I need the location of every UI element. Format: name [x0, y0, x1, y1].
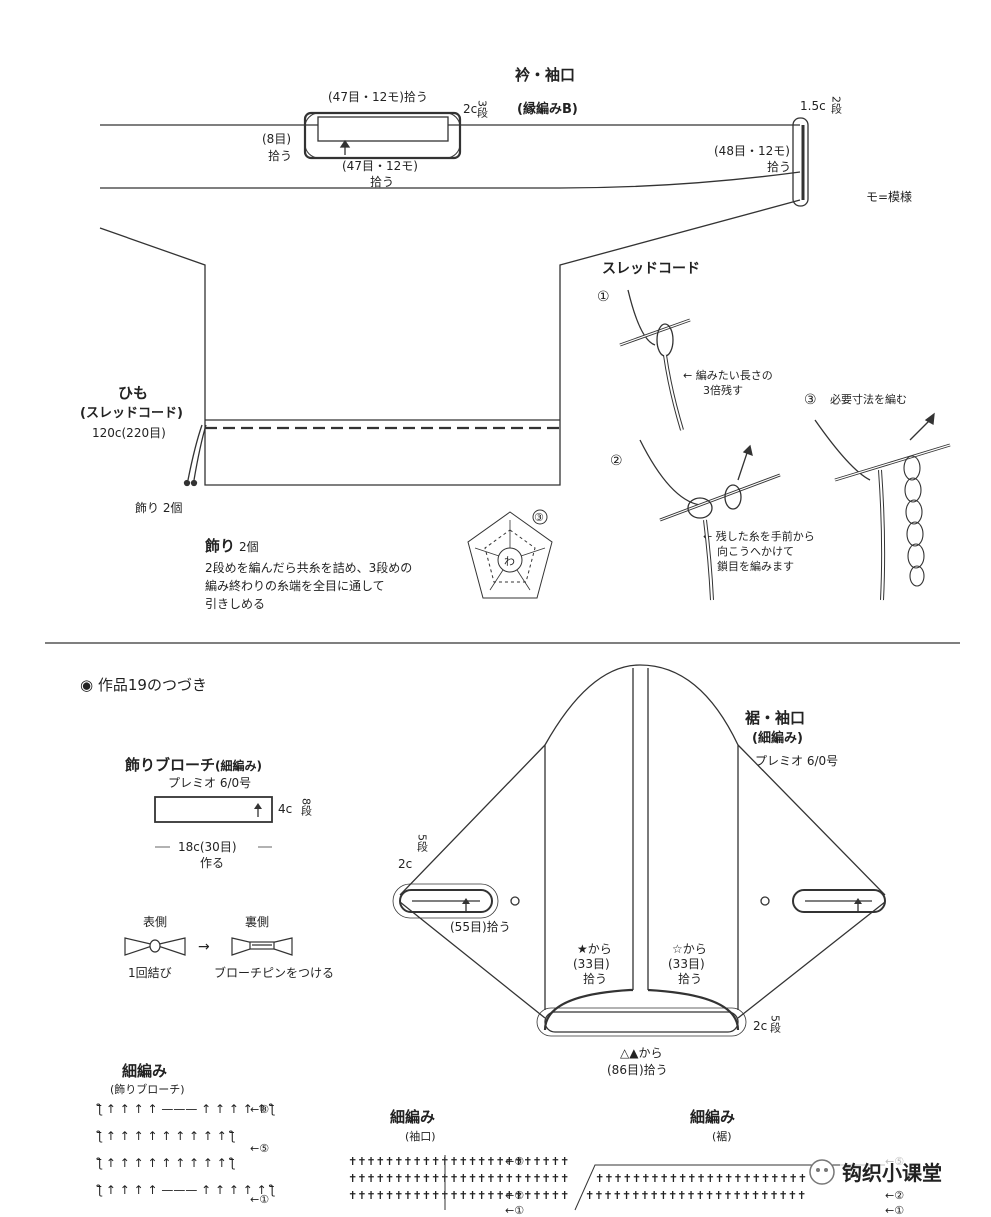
collar-8me: (8目)	[262, 132, 291, 146]
step-2-note-1: ← 残した糸を手前から	[703, 529, 815, 543]
motif-chart	[467, 509, 553, 599]
collar-pick-top: (47目・12モ)拾う	[328, 89, 428, 104]
row-5: ←⑤	[250, 1142, 269, 1155]
himo-title: ひも	[118, 384, 148, 402]
tie-once: 1回結び	[128, 966, 172, 980]
brooch-stitch-chart: ƪ ↑ ↑ ↑ ↑ ——— ↑ ↑ ↑ ↑ ↑ ƪ ƪ ↑ ↑ ↑ ↑ ↑ ↑ …	[96, 1102, 275, 1197]
watermark: 钩织小课堂	[809, 1156, 962, 1188]
collar-title: 衿・袖口	[515, 66, 575, 84]
collar-8me-pick: 拾う	[268, 148, 292, 163]
arrow: →	[198, 939, 210, 955]
step-1-note-2: 3倍残す	[703, 383, 743, 397]
hem-5dan: 5段	[416, 834, 429, 853]
collar-section	[100, 111, 809, 207]
svg-text:ƪ ↑ ↑ ↑ ↑ ↑ ↑ ↑ ↑ ↑ ƪ: ƪ ↑ ↑ ↑ ↑ ↑ ↑ ↑ ↑ ↑ ƪ	[96, 1156, 236, 1170]
step-3-note: 必要寸法を編む	[830, 392, 907, 406]
himo-subtitle: (スレッドコード)	[80, 406, 183, 421]
hem-subtitle: (細編み)	[752, 730, 803, 746]
brooch-make: 作る	[200, 856, 224, 870]
svg-text:✝✝✝✝✝✝✝✝✝✝✝✝✝✝✝✝✝✝✝✝✝✝✝✝: ✝✝✝✝✝✝✝✝✝✝✝✝✝✝✝✝✝✝✝✝✝✝✝✝	[348, 1189, 569, 1202]
sleeve-48-pick: 拾う	[767, 159, 791, 174]
hem-33a: (33目)	[573, 957, 610, 971]
back-label: 裏側	[245, 914, 269, 929]
cuff-row-5: ←⑤	[505, 1155, 524, 1168]
step-2-note-2: 向こうへかけて	[717, 544, 794, 558]
himo-length: 120c(220目)	[92, 426, 166, 440]
pick-a: 拾う	[583, 971, 607, 986]
section-title: ◉ 作品19のつづき	[80, 676, 207, 694]
hem-stitch-chart: ✝✝✝✝✝✝✝✝✝✝✝✝✝✝✝✝✝✝✝✝✝✝✝ ✝✝✝✝✝✝✝✝✝✝✝✝✝✝✝✝…	[574, 1164, 885, 1211]
step-1-note-1: ← 編みたい長さの	[683, 368, 773, 382]
hem-86: (86目)拾う	[607, 1062, 668, 1077]
row-1: ←①	[250, 1193, 269, 1206]
sc-sub-2: (袖口)	[405, 1129, 436, 1143]
sc-sub-1: (飾りブローチ)	[110, 1082, 185, 1096]
svg-text:✝✝✝✝✝✝✝✝✝✝✝✝✝✝✝✝✝✝✝✝✝✝✝✝: ✝✝✝✝✝✝✝✝✝✝✝✝✝✝✝✝✝✝✝✝✝✝✝✝	[348, 1172, 569, 1185]
brooch-4c: 4c	[278, 802, 292, 816]
step-2: ②	[610, 453, 623, 469]
svg-text:ƪ ↑ ↑ ↑ ↑ ——— ↑ ↑ ↑ ↑ ↑ ƪ: ƪ ↑ ↑ ↑ ↑ ——— ↑ ↑ ↑ ↑ ↑ ƪ	[96, 1102, 275, 1116]
cuff-row-2: ←②	[505, 1189, 524, 1202]
hem-5dan-b: 5段	[769, 1015, 782, 1034]
brooch-yarn: プレミオ 6/0号	[168, 776, 251, 790]
brooch-title: 飾りブローチ(細編み)	[125, 756, 262, 774]
collar-subtitle: (縁編みB)	[517, 101, 578, 117]
sc-title-3: 細編み	[690, 1108, 735, 1126]
cuff-stitch-chart: ✝✝✝✝✝✝✝✝✝✝✝✝✝✝✝✝✝✝✝✝✝✝✝✝ ✝✝✝✝✝✝✝✝✝✝✝✝✝✝✝…	[348, 1155, 569, 1202]
garment-body	[99, 199, 801, 487]
hem-row-2: ←②	[885, 1189, 904, 1202]
kazari-desc-1: 2段めを編んだら共糸を詰め、3段めの	[205, 560, 412, 575]
svg-text:ƪ ↑ ↑ ↑ ↑ ——— ↑ ↑ ↑ ↑ ↑ ƪ: ƪ ↑ ↑ ↑ ↑ ——— ↑ ↑ ↑ ↑ ↑ ƪ	[96, 1183, 275, 1197]
kazari-desc-2: 編み終わりの糸端を全目に通して	[205, 578, 385, 593]
brooch-8dan: 8段	[300, 798, 313, 817]
pick-b: 拾う	[678, 971, 702, 986]
step-2-note-3: 鎖目を編みます	[717, 559, 794, 573]
hem-2c: 2c	[398, 857, 412, 871]
sleeve-2dan: 2段	[830, 96, 843, 115]
hem-2c-b: 2c	[753, 1019, 767, 1033]
sc-title-1: 細編み	[122, 1062, 167, 1080]
thread-illustrations	[619, 289, 951, 601]
brooch-rect	[154, 796, 273, 823]
cuff-row-1: ←①	[505, 1204, 524, 1217]
sleeve-48: (48目・12モ)	[714, 144, 790, 158]
star-white-from: ☆から	[672, 942, 707, 956]
row-8: ←⑧	[250, 1103, 269, 1116]
collar-2c: 2c	[463, 102, 477, 116]
thread-title: スレッドコード	[602, 261, 700, 277]
sc-sub-3: (裾)	[712, 1129, 732, 1143]
collar-pick-bottom2: 拾う	[370, 174, 394, 189]
collar-pick-bottom: (47目・12モ)	[342, 159, 418, 173]
svg-text:✝✝✝✝✝✝✝✝✝✝✝✝✝✝✝✝✝✝✝✝✝✝✝✝: ✝✝✝✝✝✝✝✝✝✝✝✝✝✝✝✝✝✝✝✝✝✝✝✝	[348, 1155, 569, 1168]
kazari-2-label: 飾り 2個	[135, 501, 182, 515]
brooch-18c: 18c(30目)	[178, 840, 237, 854]
svg-text:✝✝✝✝✝✝✝✝✝✝✝✝✝✝✝✝✝✝✝✝✝✝✝✝: ✝✝✝✝✝✝✝✝✝✝✝✝✝✝✝✝✝✝✝✝✝✝✝✝	[585, 1189, 806, 1202]
sleeve-15c: 1.5c	[800, 99, 826, 113]
star-black-from: ★から	[577, 942, 612, 956]
step-3: ③	[804, 392, 817, 408]
hem-55: (55目)拾う	[450, 919, 511, 934]
bow-front	[124, 937, 186, 956]
svg-text:ƪ ↑ ↑ ↑ ↑ ↑ ↑ ↑ ↑ ↑ ƪ: ƪ ↑ ↑ ↑ ↑ ↑ ↑ ↑ ↑ ↑ ƪ	[96, 1129, 236, 1143]
bow-back	[231, 937, 293, 956]
hem-diagram	[392, 664, 886, 1037]
hem-33b: (33目)	[668, 957, 705, 971]
step-1: ①	[597, 289, 610, 305]
hem-row-1: ←①	[885, 1204, 904, 1217]
attach-pin: ブローチピンをつける	[214, 965, 334, 980]
hem-title: 裾・袖口	[745, 709, 805, 727]
motif-3: ③	[534, 511, 544, 524]
svg-text:✝✝✝✝✝✝✝✝✝✝✝✝✝✝✝✝✝✝✝✝✝✝✝: ✝✝✝✝✝✝✝✝✝✝✝✝✝✝✝✝✝✝✝✝✝✝✝	[595, 1172, 807, 1185]
front-label: 表側	[143, 915, 167, 929]
kazari-desc-3: 引きしめる	[205, 597, 265, 611]
collar-3dan: 3段	[476, 100, 489, 119]
motif-wa: わ	[504, 555, 515, 568]
mo-note: モ=模様	[866, 190, 912, 204]
sc-title-2: 細編み	[390, 1108, 435, 1126]
tri-from: △▲から	[620, 1046, 662, 1060]
watermark-text: 钩织小课堂	[842, 1161, 942, 1185]
hem-yarn: プレミオ 6/0号	[755, 754, 838, 768]
